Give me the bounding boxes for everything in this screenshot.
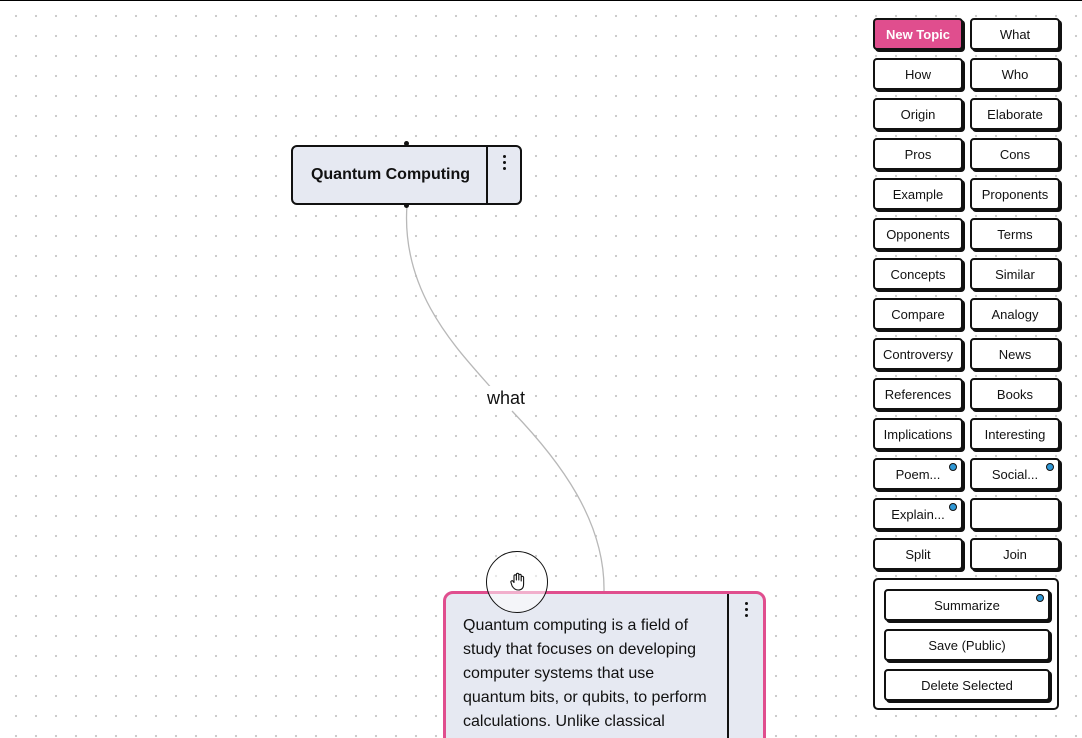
what-button[interactable]: What bbox=[970, 18, 1060, 50]
new-topic-button[interactable]: New Topic bbox=[873, 18, 963, 50]
node-menu-button[interactable] bbox=[727, 594, 763, 738]
answer-node[interactable]: Quantum computing is a field of study th… bbox=[443, 591, 766, 738]
concepts-button[interactable]: Concepts bbox=[873, 258, 963, 290]
example-label: Example bbox=[892, 186, 944, 202]
status-dot bbox=[1036, 594, 1044, 602]
implications-button[interactable]: Implications bbox=[873, 418, 963, 450]
cons-label: Cons bbox=[999, 146, 1031, 162]
origin-label: Origin bbox=[900, 106, 936, 122]
controversy-label: Controversy bbox=[882, 346, 954, 362]
node-handle-bottom[interactable] bbox=[404, 203, 409, 208]
elaborate-button[interactable]: Elaborate bbox=[970, 98, 1060, 130]
topic-node[interactable]: Quantum Computing bbox=[291, 145, 522, 205]
terms-button[interactable]: Terms bbox=[970, 218, 1060, 250]
grab-cursor bbox=[486, 551, 548, 613]
blank-button[interactable] bbox=[970, 498, 1060, 530]
pros-button[interactable]: Pros bbox=[873, 138, 963, 170]
status-dot bbox=[1046, 463, 1054, 471]
origin-button[interactable]: Origin bbox=[873, 98, 963, 130]
what-label: What bbox=[999, 26, 1031, 42]
summarize-button[interactable]: Summarize bbox=[884, 589, 1050, 621]
node-handle-top[interactable] bbox=[404, 141, 409, 146]
social-label: Social... bbox=[991, 466, 1039, 482]
implications-label: Implications bbox=[883, 426, 953, 442]
action-panel: Summarize Save (Public) Delete Selected bbox=[873, 578, 1059, 710]
kebab-icon bbox=[502, 155, 506, 203]
opponents-label: Opponents bbox=[886, 226, 950, 242]
explain-label: Explain... bbox=[891, 506, 945, 522]
controversy-button[interactable]: Controversy bbox=[873, 338, 963, 370]
similar-button[interactable]: Similar bbox=[970, 258, 1060, 290]
who-label: Who bbox=[1001, 66, 1029, 82]
join-label: Join bbox=[1003, 546, 1027, 562]
analogy-label: Analogy bbox=[991, 306, 1039, 322]
delete-selected-button[interactable]: Delete Selected bbox=[884, 669, 1050, 701]
how-label: How bbox=[904, 66, 931, 82]
elaborate-label: Elaborate bbox=[987, 106, 1043, 122]
save-public-button[interactable]: Save (Public) bbox=[884, 629, 1050, 661]
who-button[interactable]: Who bbox=[970, 58, 1060, 90]
explain-button[interactable]: Explain... bbox=[873, 498, 963, 530]
delete-selected-label: Delete Selected bbox=[921, 677, 1013, 693]
interesting-label: Interesting bbox=[984, 426, 1046, 442]
news-button[interactable]: News bbox=[970, 338, 1060, 370]
interesting-button[interactable]: Interesting bbox=[970, 418, 1060, 450]
new-topic-label: New Topic bbox=[885, 26, 951, 42]
news-label: News bbox=[998, 346, 1032, 362]
books-label: Books bbox=[996, 386, 1034, 402]
split-label: Split bbox=[905, 546, 931, 562]
status-dot bbox=[949, 463, 957, 471]
answer-node-text: Quantum computing is a field of study th… bbox=[463, 617, 707, 738]
opponents-button[interactable]: Opponents bbox=[873, 218, 963, 250]
references-button[interactable]: References bbox=[873, 378, 963, 410]
node-menu-button[interactable] bbox=[486, 147, 520, 203]
cons-button[interactable]: Cons bbox=[970, 138, 1060, 170]
hand-icon bbox=[510, 572, 525, 591]
analogy-button[interactable]: Analogy bbox=[970, 298, 1060, 330]
kebab-icon bbox=[744, 602, 748, 738]
save-public-label: Save (Public) bbox=[928, 637, 1006, 653]
join-button[interactable]: Join bbox=[970, 538, 1060, 570]
proponents-label: Proponents bbox=[981, 186, 1049, 202]
split-button[interactable]: Split bbox=[873, 538, 963, 570]
similar-label: Similar bbox=[995, 266, 1035, 282]
terms-label: Terms bbox=[997, 226, 1033, 242]
poem-button[interactable]: Poem... bbox=[873, 458, 963, 490]
edge-label: what bbox=[478, 386, 534, 410]
how-button[interactable]: How bbox=[873, 58, 963, 90]
summarize-label: Summarize bbox=[934, 597, 1000, 613]
proponents-button[interactable]: Proponents bbox=[970, 178, 1060, 210]
books-button[interactable]: Books bbox=[970, 378, 1060, 410]
compare-label: Compare bbox=[891, 306, 945, 322]
status-dot bbox=[949, 503, 957, 511]
references-label: References bbox=[884, 386, 952, 402]
example-button[interactable]: Example bbox=[873, 178, 963, 210]
compare-button[interactable]: Compare bbox=[873, 298, 963, 330]
concepts-label: Concepts bbox=[890, 266, 946, 282]
pros-label: Pros bbox=[904, 146, 932, 162]
poem-label: Poem... bbox=[895, 466, 941, 482]
social-button[interactable]: Social... bbox=[970, 458, 1060, 490]
topic-node-title: Quantum Computing bbox=[310, 166, 471, 183]
